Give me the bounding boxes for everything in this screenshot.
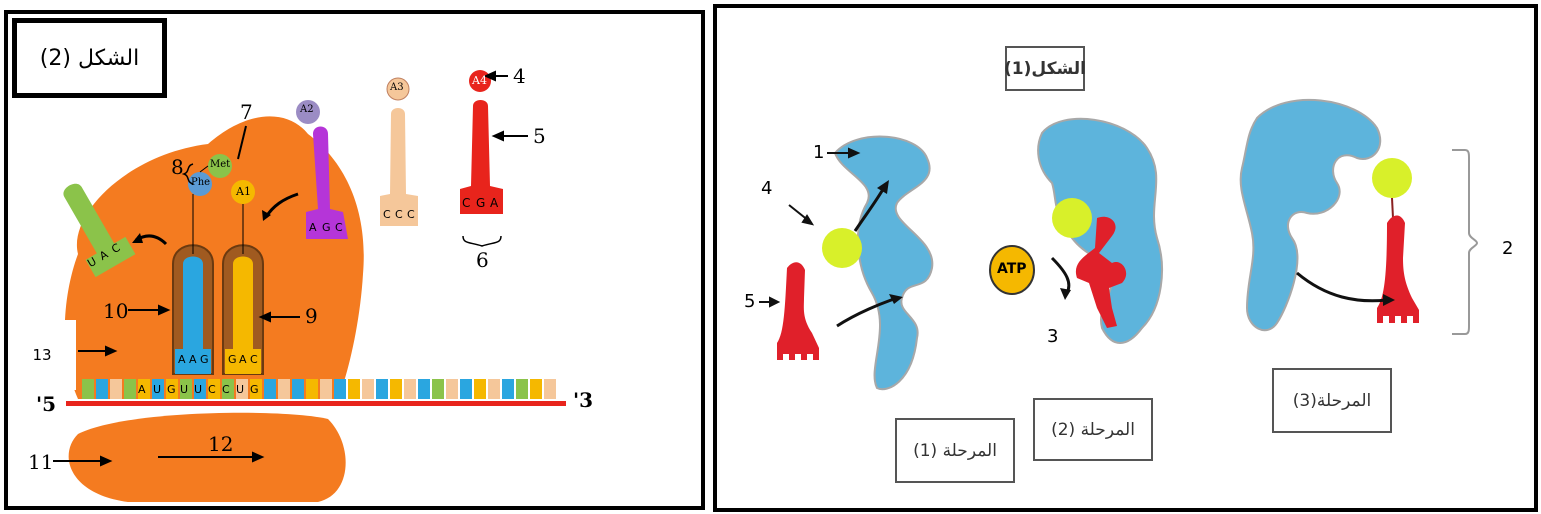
codon-letter-3: G — [167, 383, 176, 396]
purple-anticodon-3: C — [335, 221, 343, 234]
red-anticodon-3: A — [490, 196, 499, 210]
label-11: 11 — [28, 450, 54, 474]
codon-letter-6: C — [208, 383, 216, 396]
a2-label: A2 — [300, 104, 314, 115]
codon-letter-2: U — [153, 383, 162, 396]
codon-letter-7: C — [222, 383, 230, 396]
label-13: 13 — [32, 346, 52, 364]
red-anticodon-2: G — [476, 196, 486, 210]
a1-amino-acid — [231, 180, 255, 204]
figure-2-title: الشكل (2) — [12, 18, 167, 98]
label-8: 8 — [171, 155, 184, 179]
amino-acid-stage-3 — [1372, 158, 1412, 198]
codon-letter-1: A — [138, 383, 146, 396]
peach-anticodon-3: C — [407, 208, 415, 221]
phe-label: Phe — [191, 177, 211, 188]
a2-amino-acid — [296, 100, 320, 124]
yellow-anticodon-3: C — [250, 353, 258, 366]
enzyme-stage-3 — [1239, 98, 1382, 332]
purple-anticodon-1: A — [309, 221, 317, 234]
blue-anticodon-3: G — [200, 353, 209, 366]
trna-stage-1 — [777, 262, 819, 360]
trna-purple — [306, 126, 348, 239]
mrna-strand — [66, 401, 566, 406]
yellow-anticodon-2: A — [239, 353, 247, 366]
met-label: Met — [210, 159, 231, 170]
label-fig1-1: 1 — [813, 142, 825, 163]
figure-1-title: الشكل(1) — [1004, 46, 1086, 91]
stage-1-label: المرحلة (1) — [895, 418, 1015, 483]
anticodon-brace — [462, 235, 502, 247]
label-9: 9 — [305, 304, 318, 328]
pointer-arrows-right — [759, 147, 861, 308]
figure-2-panel: الشكل (2) 13 11 12 10 9 8 7 4 5 6 '5 '3 … — [4, 10, 705, 510]
trna-blue — [175, 256, 211, 374]
trna-stage-3 — [1377, 215, 1419, 323]
atp-label: ATP — [997, 261, 1027, 277]
a3-label: A3 — [390, 82, 404, 93]
translation-diagram — [53, 70, 566, 502]
amino-acid-stage-1 — [822, 228, 862, 268]
stage-2-label: المرحلة (2) — [1033, 398, 1153, 461]
label-5-prime: '5 — [36, 392, 57, 416]
trna-peach — [380, 108, 418, 226]
label-4: 4 — [513, 64, 526, 88]
label-fig1-2: 2 — [1502, 238, 1514, 259]
amino-acid-stage-2 — [1052, 198, 1092, 238]
label-fig1-5: 5 — [744, 291, 756, 312]
codon-letter-9: G — [250, 383, 259, 396]
purple-anticodon-2: G — [322, 221, 331, 234]
codon-letter-5: U — [194, 383, 203, 396]
a1-label: A1 — [236, 185, 251, 198]
label-3-prime: '3 — [573, 388, 594, 412]
phe-amino-acid — [188, 172, 212, 196]
label-13-box: 13 — [8, 320, 76, 390]
red-anticodon-1: C — [462, 196, 471, 210]
yellow-anticodon-1: G — [228, 353, 237, 366]
label-fig1-4: 4 — [761, 178, 773, 199]
label-7: 7 — [240, 100, 253, 124]
label-fig1-3: 3 — [1047, 326, 1059, 347]
peach-anticodon-1: C — [383, 208, 391, 221]
trna-stage-2 — [1075, 216, 1127, 328]
ribosome-large-subunit — [64, 116, 364, 399]
label-6: 6 — [476, 248, 489, 272]
a4-label: A4 — [472, 74, 487, 87]
peach-anticodon-2: C — [395, 208, 403, 221]
a3-amino-acid — [386, 77, 410, 101]
label-10: 10 — [103, 299, 129, 323]
codon-letter-4: U — [180, 383, 189, 396]
met-amino-acid — [208, 154, 232, 178]
activation-diagram — [759, 98, 1479, 391]
bracket-2 — [1452, 149, 1479, 335]
label-5: 5 — [533, 124, 546, 148]
codon-letter-8: U — [236, 383, 245, 396]
stage-3-label: المرحلة(3) — [1272, 368, 1392, 433]
figure-1-panel: الشكل(1) المرحلة (1) المرحلة (2) المرحلة… — [713, 4, 1538, 512]
label-12: 12 — [208, 432, 234, 456]
trna-green-exiting — [63, 183, 136, 278]
atp-molecule — [989, 245, 1035, 295]
mrna-codons — [82, 379, 556, 399]
pointer-arrows — [53, 70, 528, 467]
trna-red — [460, 100, 503, 214]
blue-anticodon-1: A — [178, 353, 186, 366]
blue-anticodon-2: A — [189, 353, 197, 366]
trna-yellow — [225, 256, 261, 374]
